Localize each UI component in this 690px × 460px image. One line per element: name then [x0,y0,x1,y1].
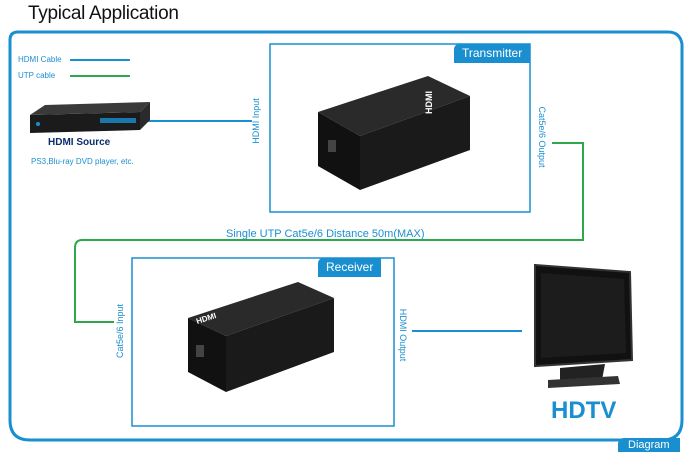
link-description: Single UTP Cat5e/6 Distance 50m(MAX) [226,228,425,240]
source-name: HDMI Source [48,137,111,148]
source-desc: PS3,Blu-ray DVD player, etc. [31,157,134,166]
transmitter-output-label: Cat5e/6 Output [537,106,547,168]
diagram-tag: Diagram [618,438,680,452]
transmitter-device-logo: HDMI [424,91,434,114]
transmitter-input-label: HDMI Input [251,98,261,144]
transmitter-device [318,76,470,190]
receiver-input-label: Cat5e/6 Input [115,303,125,359]
receiver-title: Receiver [318,258,382,277]
page-title: Typical Application [28,3,179,24]
hdmi-source-device [30,102,150,133]
hdtv-label: HDTV [551,397,617,424]
receiver-output-label: HDMI Output [398,308,408,362]
legend-hdmi-label: HDMI Cable [18,55,62,64]
transmitter-title: Transmitter [454,44,531,63]
hdtv-device [534,263,634,388]
legend-utp-label: UTP cable [18,71,56,80]
utp-cable-path [74,142,584,323]
receiver-device [188,282,334,392]
outer-frame [8,30,684,442]
